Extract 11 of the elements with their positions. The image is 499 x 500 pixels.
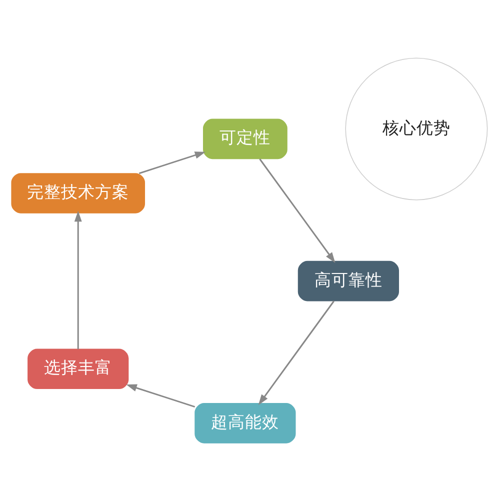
arrow xyxy=(138,151,206,174)
arrow xyxy=(258,300,334,405)
node-box: 高可靠性 xyxy=(298,260,399,301)
arrow xyxy=(259,158,336,262)
node-box: 选择丰富 xyxy=(28,348,129,389)
node-box: 可定性 xyxy=(203,118,288,159)
node-circle: 核心优势 xyxy=(345,57,488,200)
arrow xyxy=(126,384,196,408)
node-box: 完整技术方案 xyxy=(11,172,145,213)
arrow xyxy=(74,210,82,349)
node-box: 超高能效 xyxy=(194,402,296,443)
